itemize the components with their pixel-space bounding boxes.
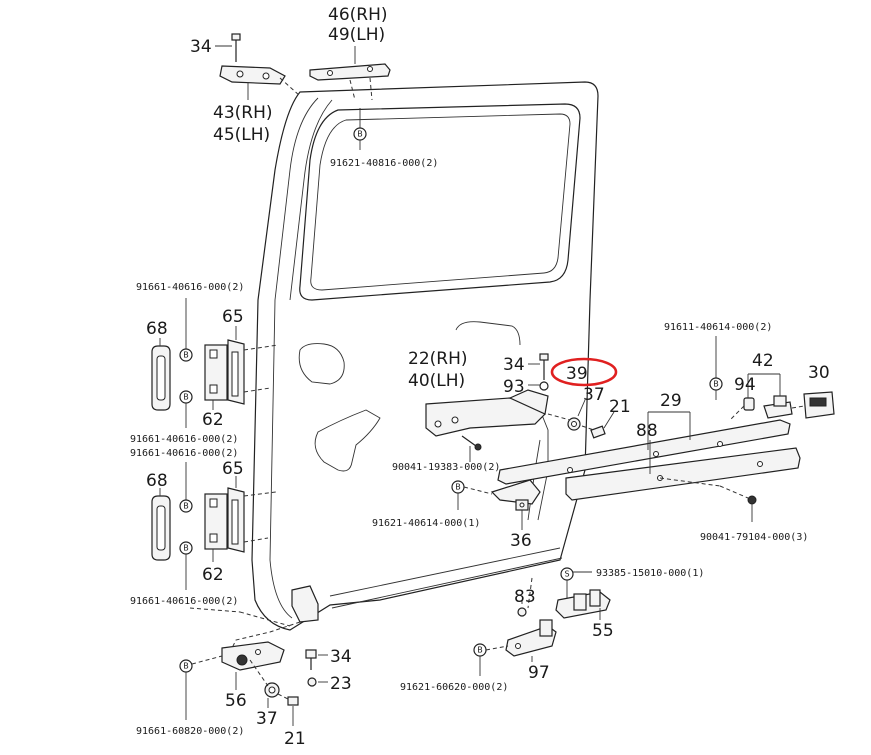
- callout-37-bot: 37: [256, 709, 278, 729]
- callout-39: 39: [566, 364, 588, 384]
- callout-46: 46(RH): [328, 5, 388, 25]
- bolt-marker-letter: B: [477, 646, 483, 655]
- part-number-91661-60820: 91661-60820-000(2): [136, 726, 244, 737]
- bolt-marker-letter: B: [183, 502, 189, 511]
- callout-34-top: 34: [190, 37, 212, 57]
- part-number-91661-40616-c: 91661-40616-000(2): [130, 448, 238, 459]
- callout-97: 97: [528, 663, 550, 683]
- part-number-91661-40616-a: 91661-40616-000(2): [136, 282, 244, 293]
- callout-65-b: 65: [222, 459, 244, 479]
- callout-22: 22(RH): [408, 349, 468, 369]
- callout-62-a: 62: [202, 410, 224, 430]
- bolt-marker-letter: B: [183, 393, 189, 402]
- bolt-marker-letter: B: [183, 544, 189, 553]
- bottom-hinge-assembly: B: [179, 585, 328, 726]
- roller-group-42: B: [709, 336, 835, 421]
- bolt-marker-b-top: B: [353, 108, 367, 150]
- part-number-91661-40616-d: 91661-40616-000(2): [130, 596, 238, 607]
- center-hinge-assembly: [425, 353, 615, 462]
- callout-56: 56: [225, 691, 247, 711]
- callout-21-mid: 21: [609, 397, 631, 417]
- bolt-marker-letter: B: [183, 662, 189, 671]
- callout-94: 94: [734, 375, 756, 395]
- callout-29: 29: [660, 391, 682, 411]
- callout-68-a: 68: [146, 319, 168, 339]
- callout-34-bot: 34: [330, 647, 352, 667]
- callout-labels: 34 46(RH) 49(LH) 43(RH) 45(LH) 91621-408…: [130, 5, 830, 749]
- callout-83: 83: [514, 587, 536, 607]
- part-number-91621-40614: 91621-40614-000(1): [372, 518, 480, 529]
- callout-93: 93: [503, 377, 525, 397]
- callout-40: 40(LH): [408, 371, 465, 391]
- callout-88: 88: [636, 421, 658, 441]
- bolt-marker-letter: B: [713, 380, 719, 389]
- bolt-marker-letter: B: [455, 483, 461, 492]
- bolt-marker-letter: B: [183, 351, 189, 360]
- part-number-91661-40616-b: 91661-40616-000(2): [130, 434, 238, 445]
- callout-30: 30: [808, 363, 830, 383]
- highlight-ellipse-39: [550, 357, 618, 387]
- callout-55: 55: [592, 621, 614, 641]
- part-number-93385-15010: 93385-15010-000(1): [596, 568, 704, 579]
- lower-striker-group: B B: [151, 462, 277, 590]
- callout-36: 36: [510, 531, 532, 551]
- callout-21-bot: 21: [284, 729, 306, 749]
- lower-bracket-group: S B: [473, 567, 611, 676]
- callout-62-b: 62: [202, 565, 224, 585]
- top-plate-assembly: [309, 46, 391, 101]
- bolt-marker-letter: S: [564, 570, 569, 579]
- callout-65-a: 65: [222, 307, 244, 327]
- rails-assembly: [497, 411, 801, 522]
- part-number-91621-60620: 91621-60620-000(2): [400, 682, 508, 693]
- callout-23: 23: [330, 674, 352, 694]
- callout-43: 43(RH): [213, 103, 273, 123]
- callout-37-mid: 37: [583, 385, 605, 405]
- upper-striker-group: B B: [151, 298, 279, 428]
- bolt-marker-letter: B: [357, 130, 363, 139]
- part-number-91621-40816: 91621-40816-000(2): [330, 158, 438, 169]
- callout-49: 49(LH): [328, 25, 385, 45]
- callout-34-mid: 34: [503, 355, 525, 375]
- callout-68-b: 68: [146, 471, 168, 491]
- callout-42: 42: [752, 351, 774, 371]
- top-hinge-assembly: [215, 33, 301, 100]
- part-number-90041-79104: 90041-79104-000(3): [700, 532, 808, 543]
- part-number-91611-40614: 91611-40614-000(2): [664, 322, 772, 333]
- callout-45: 45(LH): [213, 125, 270, 145]
- bracket-36: B: [451, 479, 541, 530]
- part-number-90041-19383: 90041-19383-000(2): [392, 462, 500, 473]
